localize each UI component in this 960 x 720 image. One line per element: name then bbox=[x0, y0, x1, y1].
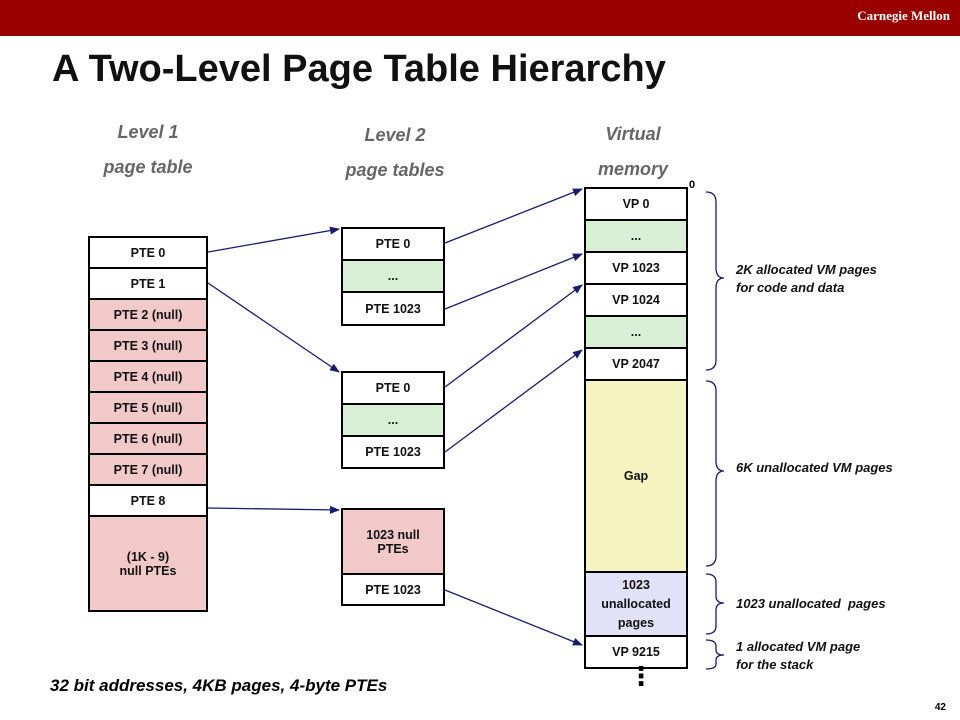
level2b-pte-1023: PTE 1023 bbox=[343, 437, 443, 467]
annotation-gap: 6K unallocated VM pages bbox=[736, 460, 893, 475]
vm-unallocated-pages: 1023 unallocated pages bbox=[586, 573, 686, 637]
level2a-pte-1023: PTE 1023 bbox=[343, 293, 443, 324]
arrow-l2a-pte1023-to-vp1023 bbox=[444, 253, 583, 310]
vm-vp-1023: VP 1023 bbox=[586, 253, 686, 285]
level1-pte-3: PTE 3 (null) bbox=[90, 331, 206, 362]
level2a-pte-0: PTE 0 bbox=[343, 229, 443, 261]
arrow-l1pte8-to-l2c bbox=[207, 505, 340, 514]
level1-header: Level 1 page table bbox=[88, 115, 208, 185]
virtual-header-line2: memory bbox=[597, 159, 669, 179]
level2-header: Level 2 page tables bbox=[330, 118, 460, 188]
vm-vp-9215: VP 9215 bbox=[586, 637, 686, 667]
annotation-code-data: 2K allocated VM pages for code and data bbox=[736, 262, 877, 295]
level2-table-a: PTE 0 ... PTE 1023 bbox=[341, 227, 445, 326]
level1-pte-2: PTE 2 (null) bbox=[90, 300, 206, 331]
level1-null-ptes: (1K - 9) null PTEs bbox=[90, 517, 206, 610]
level1-pte-6: PTE 6 (null) bbox=[90, 424, 206, 455]
level2-table-b: PTE 0 ... PTE 1023 bbox=[341, 371, 445, 469]
level1-pte-4: PTE 4 (null) bbox=[90, 362, 206, 393]
brace-unallocated-gap bbox=[705, 380, 725, 567]
vm-vp-2047: VP 2047 bbox=[586, 349, 686, 381]
page-number: 42 bbox=[934, 702, 946, 713]
vm-vp-0: VP 0 bbox=[586, 189, 686, 221]
level1-pte-0: PTE 0 bbox=[90, 238, 206, 269]
arrow-l2b-pte1023-to-vp2047 bbox=[444, 349, 583, 453]
arrow-l1pte0-to-l2a bbox=[207, 226, 340, 253]
brace-1023-unallocated bbox=[705, 573, 725, 635]
annotation-stack: 1 allocated VM page for the stack bbox=[736, 639, 861, 672]
brand-label: Carnegie Mellon bbox=[857, 8, 950, 23]
virtual-memory: VP 0 ... VP 1023 VP 1024 ... VP 2047 Gap… bbox=[584, 187, 688, 669]
level2c-pte-1023: PTE 1023 bbox=[343, 575, 443, 604]
level2b-ellipsis: ... bbox=[343, 405, 443, 437]
level1-header-line2: page table bbox=[103, 157, 193, 177]
level1-pte-5: PTE 5 (null) bbox=[90, 393, 206, 424]
arrow-l2c-pte1023-to-vp9215 bbox=[444, 589, 583, 646]
slide-title: A Two-Level Page Table Hierarchy bbox=[52, 48, 666, 90]
virtual-memory-header: Virtual memory bbox=[578, 117, 688, 187]
arrow-l1pte1-to-l2b bbox=[207, 282, 340, 373]
level1-page-table: PTE 0 PTE 1 PTE 2 (null) PTE 3 (null) PT… bbox=[88, 236, 208, 612]
brace-stack-page bbox=[705, 639, 725, 670]
level2-header-line2: page tables bbox=[345, 160, 445, 180]
annotation-1023-unallocated: 1023 unallocated pages bbox=[736, 596, 886, 611]
level1-pte-1: PTE 1 bbox=[90, 269, 206, 300]
level1-pte-8: PTE 8 bbox=[90, 486, 206, 517]
footnote: 32 bit addresses, 4KB pages, 4-byte PTEs bbox=[50, 676, 388, 695]
arrow-l2a-pte0-to-vp0 bbox=[444, 188, 583, 244]
vm-gap: Gap bbox=[586, 381, 686, 573]
level1-header-line1: Level 1 bbox=[117, 122, 179, 142]
vm-ellipsis-1: ... bbox=[586, 221, 686, 253]
vm-start-label: 0 bbox=[689, 179, 696, 191]
arrow-l2b-pte0-to-vp1024 bbox=[444, 284, 583, 388]
brace-allocated-code-data bbox=[705, 191, 725, 371]
level2-header-line1: Level 2 bbox=[364, 125, 426, 145]
level2b-pte-0: PTE 0 bbox=[343, 373, 443, 405]
level1-pte-7: PTE 7 (null) bbox=[90, 455, 206, 486]
level2a-ellipsis: ... bbox=[343, 261, 443, 293]
virtual-header-line1: Virtual bbox=[605, 124, 661, 144]
level2-table-c: 1023 null PTEs PTE 1023 bbox=[341, 508, 445, 606]
vm-ellipsis-2: ... bbox=[586, 317, 686, 349]
vm-vp-1024: VP 1024 bbox=[586, 285, 686, 317]
top-bar: Carnegie Mellon bbox=[0, 0, 960, 36]
level2c-null-ptes: 1023 null PTEs bbox=[343, 510, 443, 575]
